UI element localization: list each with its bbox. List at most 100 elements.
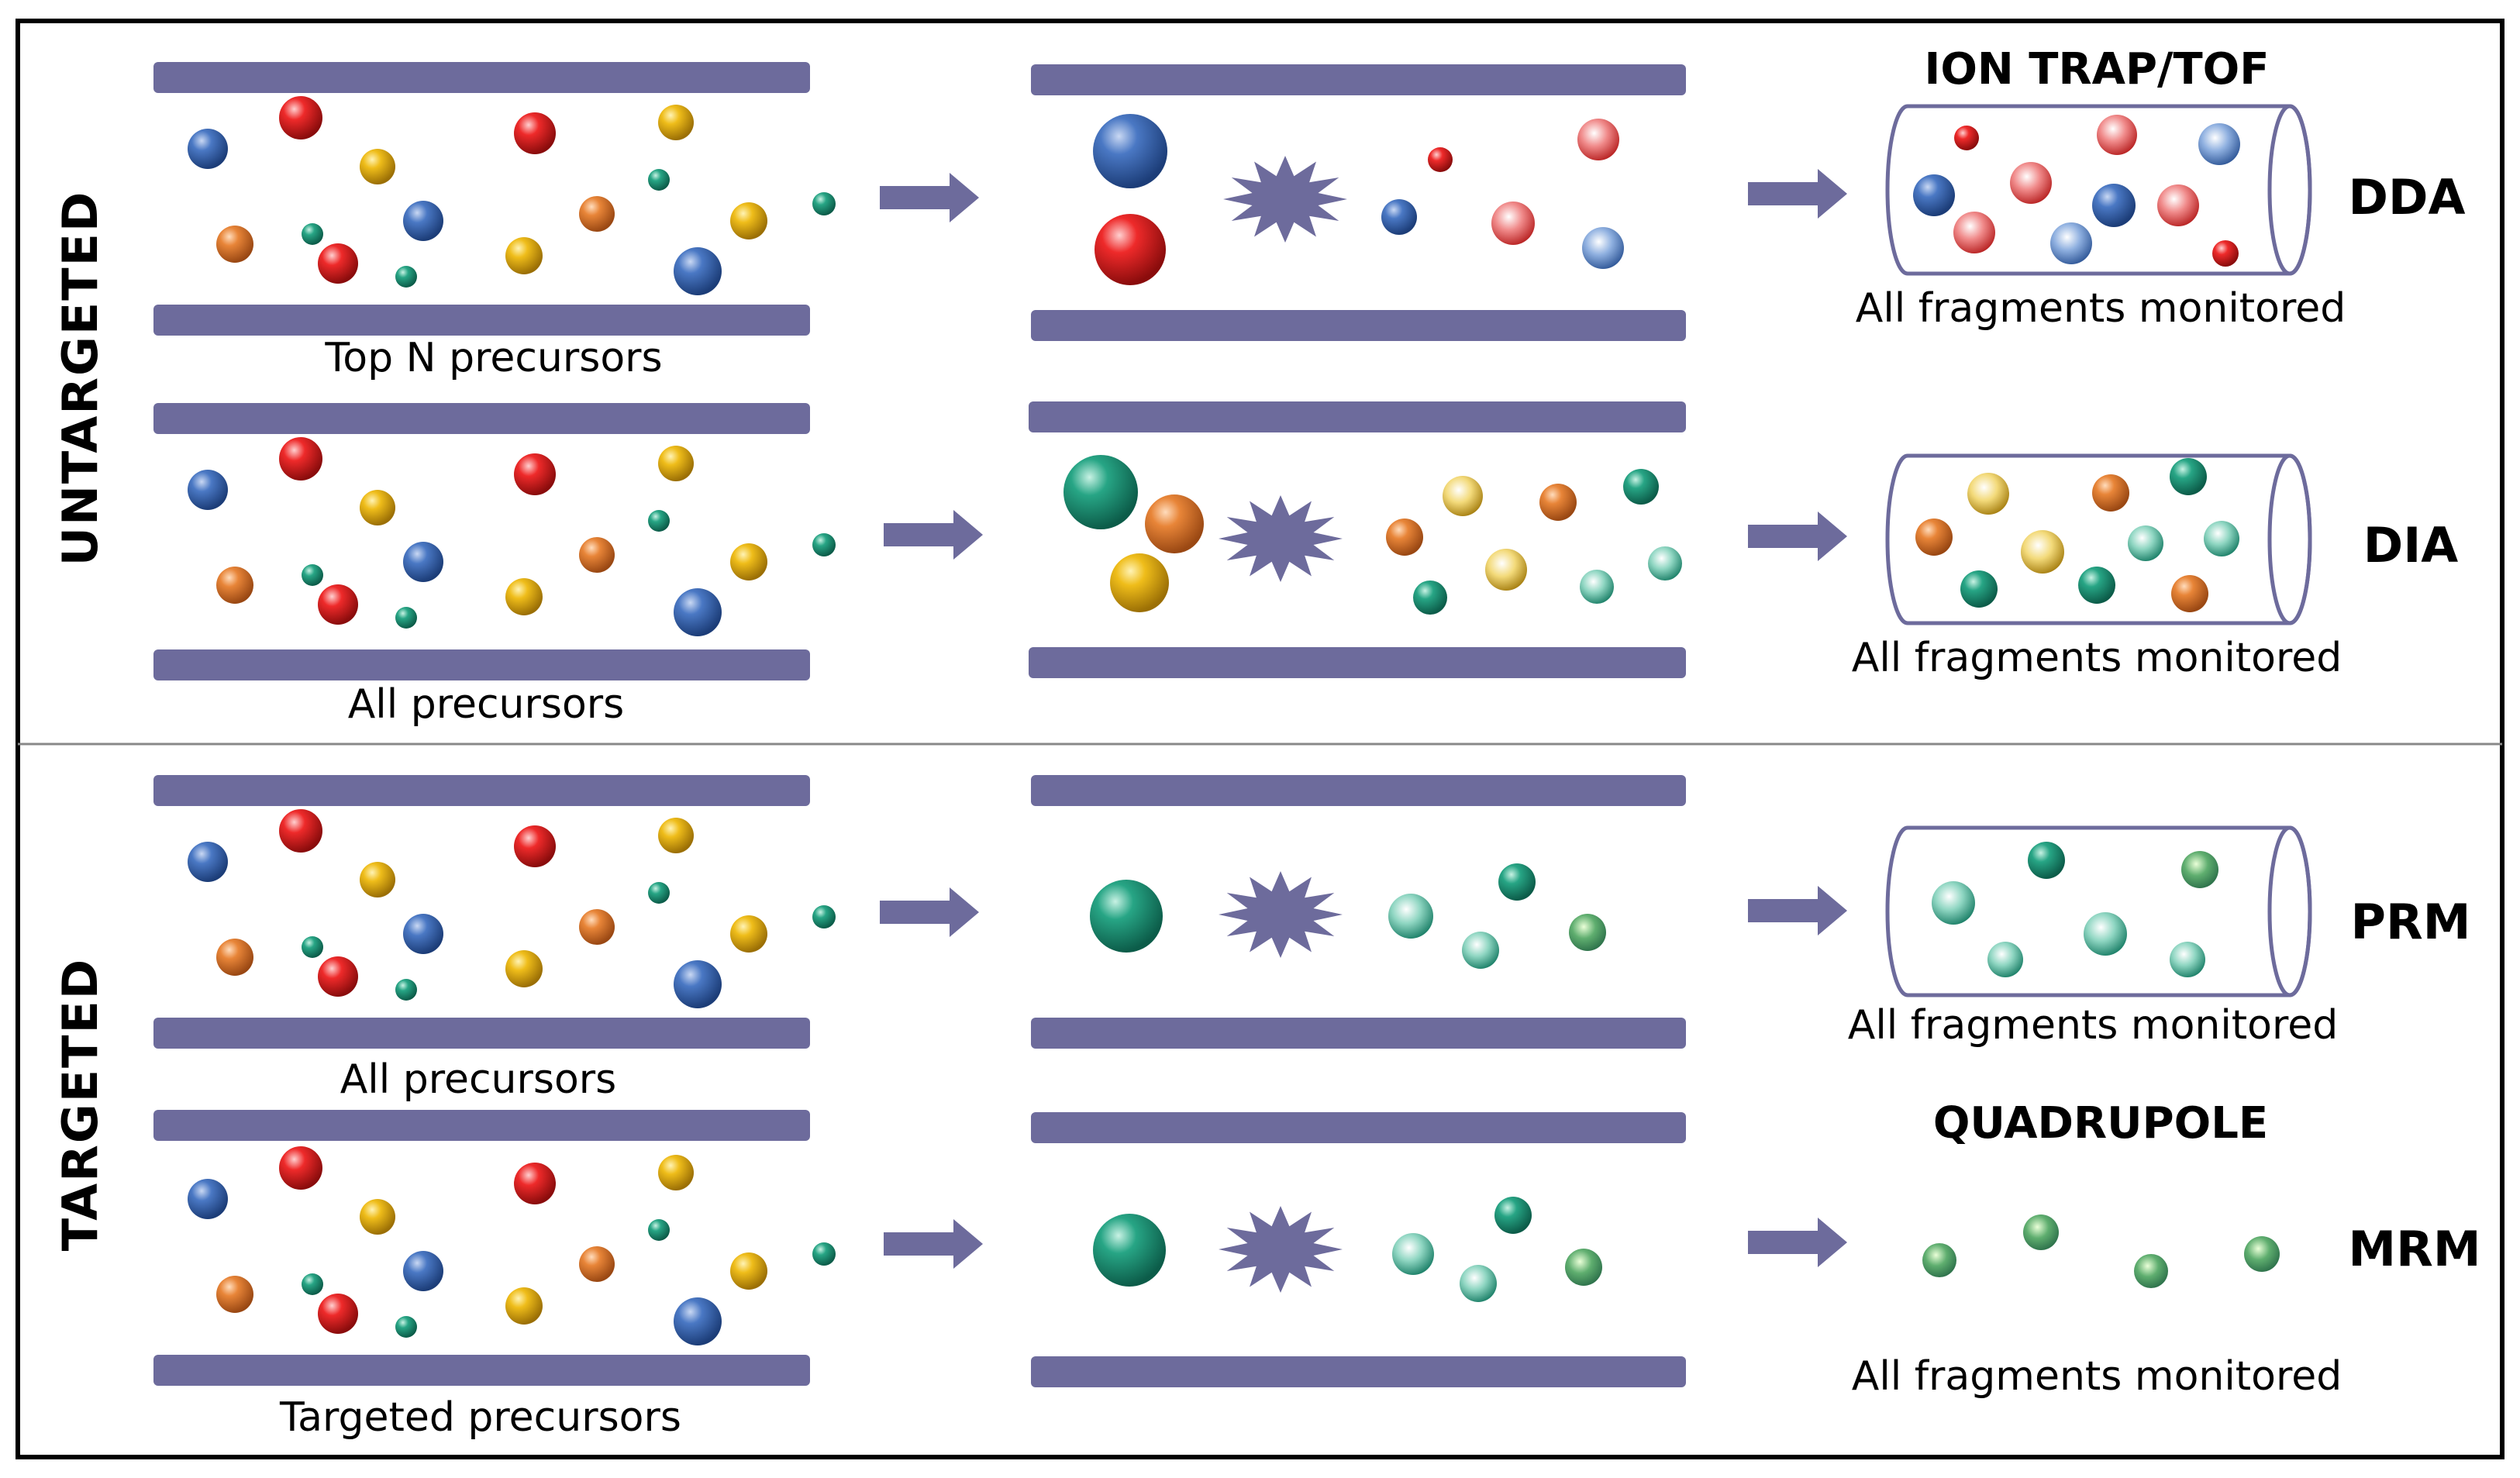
method-label-dda: DDA [2349,169,2466,226]
blue-ion [403,914,443,954]
arrow-icon [880,173,979,222]
ion-trap-cylinder-end [2267,825,2312,997]
pale-red-ion [1491,202,1535,245]
pale-green-ion [2128,525,2163,561]
pale-green-ion [1987,942,2023,977]
green-ion [1960,570,1998,608]
green-ion [1623,469,1659,505]
green-ion [648,169,670,191]
red-ion [318,956,358,997]
lime-ion [2181,851,2218,888]
yellow-ion [360,862,395,897]
quadrupole-rod [1031,310,1686,341]
yellow-ion [1110,553,1169,612]
green-ion [648,882,670,904]
red-ion [279,1146,322,1190]
lime-ion [2134,1254,2168,1288]
red-ion [2212,240,2239,267]
fragmentation-burst-icon [1223,156,1347,243]
fragmentation-burst-icon [1219,495,1343,582]
orange-ion [216,567,253,604]
diagram-graphics [153,62,2312,1387]
arrow-icon [880,887,979,937]
green-ion [395,607,417,629]
yellow-ion [730,915,767,953]
green-ion [2028,842,2065,879]
ion-trap-cylinder-end [2267,104,2312,276]
arrow-icon [1748,512,1847,561]
pale-yellow-ion [1967,473,2009,515]
quadrupole-rod [153,1018,810,1049]
yellow-ion [505,578,543,615]
pale-blue-ion [2050,222,2092,264]
red-ion [514,1163,556,1204]
precursor-caption-dia: All precursors [348,681,625,728]
yellow-ion [730,1252,767,1290]
section-label-untargeted: UNTARGETED [52,191,109,567]
green-ion [302,936,323,958]
pale-red-ion [2010,162,2052,204]
orange-ion [2171,575,2208,612]
method-label-dia: DIA [2363,517,2459,574]
quadrupole-rod [153,305,810,336]
yellow-ion [658,1155,694,1190]
blue-ion [1381,199,1417,235]
red-ion [279,437,322,481]
quadrupole-rod [1031,1112,1686,1143]
quadrupole-rod [153,62,810,93]
blue-ion [674,1297,722,1345]
ion-trap-cylinder-end [2267,453,2312,625]
green-ion [302,564,323,586]
pale-red-ion [2157,184,2199,226]
outer-frame [16,19,2504,1459]
green-ion [648,1219,670,1241]
pale-green-ion [2170,942,2205,977]
lime-ion [1565,1249,1602,1286]
yellow-ion [730,202,767,239]
pale-green-ion [1932,881,1975,925]
blue-ion [188,129,228,169]
pale-green-ion [1392,1233,1434,1275]
arrow-icon [884,1219,983,1269]
fragments-caption-dda: All fragments monitored [1856,285,2346,332]
blue-ion [403,1251,443,1291]
orange-ion [579,537,615,573]
red-ion [279,809,322,853]
pale-green-ion [1462,932,1499,969]
lime-ion [1569,914,1606,951]
green-ion [1090,880,1163,953]
quadrupole-rod [1031,775,1686,806]
yellow-ion [360,1199,395,1235]
red-ion [279,96,322,140]
green-ion [812,905,836,928]
precursor-caption-mrm: Targeted precursors [279,1394,681,1441]
red-ion [1428,147,1453,172]
yellow-ion [730,543,767,581]
pale-blue-ion [1582,227,1624,269]
yellow-ion [360,490,395,525]
pale-green-ion [1460,1265,1497,1302]
fragments-caption-dia: All fragments monitored [1852,635,2342,681]
arrow-icon [1748,1218,1847,1267]
blue-ion [188,1179,228,1219]
fragments-caption-prm: All fragments monitored [1848,1002,2338,1049]
pale-green-ion [2084,912,2127,956]
pale-green-ion [2204,521,2239,556]
lime-ion [1922,1243,1956,1277]
pale-green-ion [1388,894,1433,939]
green-ion [1093,1214,1166,1287]
pale-yellow-ion [2021,530,2064,574]
blue-ion [674,247,722,295]
pale-red-ion [1577,119,1619,160]
quadrupole-label: QUADRUPOLE [1933,1098,2268,1149]
arrow-icon [1748,886,1847,935]
blue-ion [403,201,443,241]
precursor-caption-dda: Top N precursors [324,335,662,381]
yellow-ion [658,446,694,481]
green-ion [395,979,417,1001]
blue-ion [188,470,228,510]
blue-ion [674,960,722,1008]
red-ion [1954,126,1979,150]
quadrupole-rod [1031,64,1686,95]
